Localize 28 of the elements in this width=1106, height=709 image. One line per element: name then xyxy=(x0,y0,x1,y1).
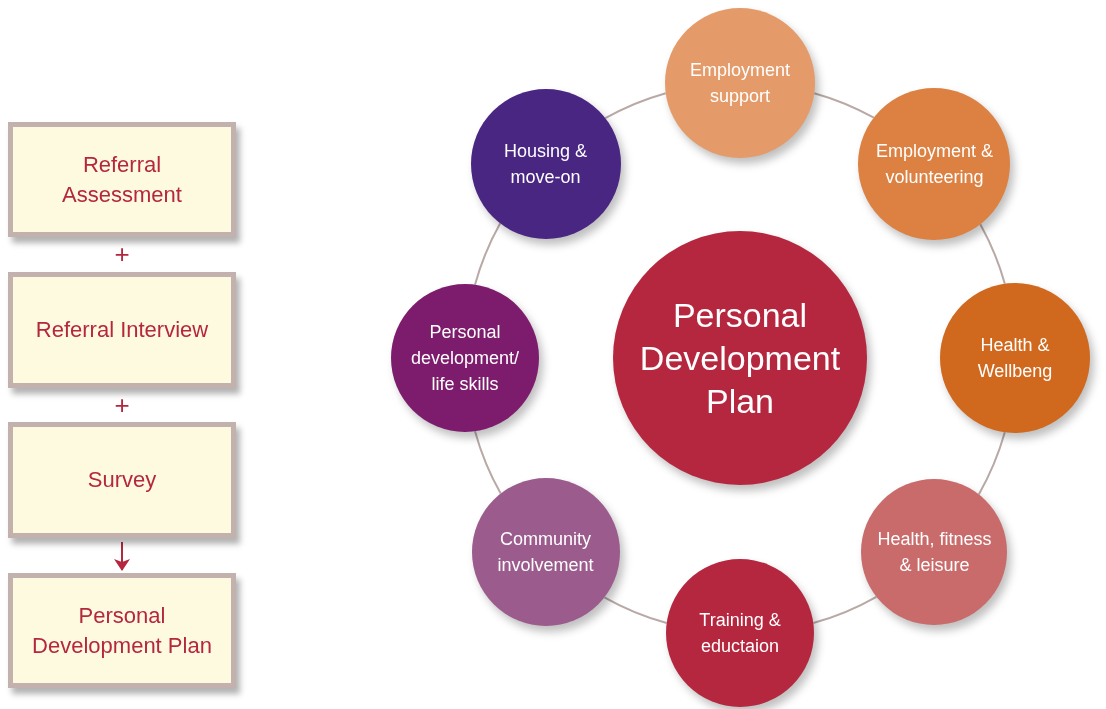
circle-label: Personal development/ life skills xyxy=(409,321,521,396)
ring-connector xyxy=(812,595,878,624)
circle-label: Health & Wellbeng xyxy=(976,334,1054,383)
circle-label: Community involvement xyxy=(496,528,595,578)
chevron-arrow xyxy=(114,541,130,571)
ring-connector xyxy=(603,596,668,624)
plus-sign: + xyxy=(114,392,130,418)
plus-sign: + xyxy=(114,241,130,267)
box-label: Referral Interview xyxy=(35,316,209,344)
ring-connector xyxy=(977,431,1006,496)
box-label: Survey xyxy=(87,466,157,494)
process-box xyxy=(8,122,236,237)
circle-label: Health, fitness & leisure xyxy=(876,528,993,578)
circle-label: Employment support xyxy=(688,59,791,108)
process-box xyxy=(8,272,236,388)
circle-label: Housing & move-on xyxy=(503,139,589,189)
process-box xyxy=(8,573,236,688)
process-box xyxy=(8,422,236,538)
ring-connector xyxy=(474,222,502,286)
box-label: Referral Assessment xyxy=(61,150,183,209)
box-label: Personal Development Plan xyxy=(31,601,213,660)
circle-label: Employment & volunteering xyxy=(874,139,994,189)
ring-connector xyxy=(474,430,502,495)
ring-connector xyxy=(979,223,1006,285)
ring-connector xyxy=(813,92,875,119)
circle-label: Personal Development Plan xyxy=(638,294,842,422)
ring-connector xyxy=(604,92,667,120)
circle-label: Training & eductaion xyxy=(698,609,782,658)
